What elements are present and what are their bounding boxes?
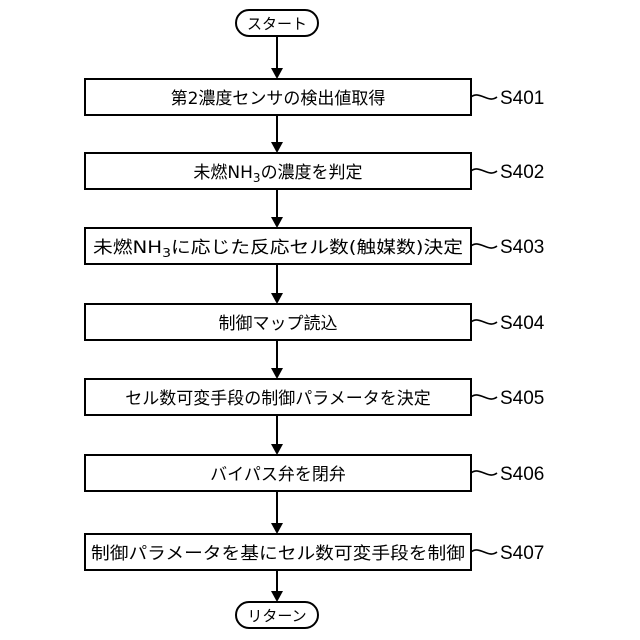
step-s405-leader [471,395,497,399]
step-s402-text: 未燃NH3の濃度を判定 [193,163,362,185]
step-s406: バイパス弁を閉弁 S406 [85,455,544,491]
step-s402-leader [471,169,497,173]
step-s404: 制御マップ読込 S404 [85,304,545,340]
arrow-s405-s406 [271,415,283,455]
step-s401-id: S401 [500,88,544,109]
end-label: リターン [247,607,306,625]
step-s403: 未燃NH3に応じた反応セル数(触媒数)決定 S403 [85,228,544,264]
step-s406-id: S406 [500,464,544,485]
step-s401: 第2濃度センサの検出値取得 S401 [85,79,544,115]
step-s407: 制御パラメータを基にセル数可変手段を制御 S407 [85,534,544,570]
step-s405-id: S405 [500,388,544,409]
arrow-s401-s402 [271,115,283,153]
step-s406-leader [471,471,497,475]
end-terminal: リターン [236,602,318,628]
step-s405-text: セル数可変手段の制御パラメータを決定 [125,389,431,409]
step-s402: 未燃NH3の濃度を判定 S402 [85,153,544,189]
start-terminal: スタート [236,10,318,36]
arrow-s406-s407 [271,491,283,534]
arrow-s404-s405 [271,340,283,379]
arrow-s402-s403 [271,189,283,228]
arrow-start-s401 [271,36,283,79]
step-s407-id: S407 [500,543,544,564]
step-s402-id: S402 [500,162,544,183]
arrow-s403-s404 [271,264,283,304]
step-s407-text: 制御パラメータを基にセル数可変手段を制御 [91,544,465,564]
step-s403-id: S403 [500,237,544,258]
step-s401-leader [471,95,497,99]
arrow-s407-end [271,570,283,602]
step-s404-leader [471,320,497,324]
start-label: スタート [247,15,307,33]
step-s404-text: 制御マップ読込 [219,314,338,334]
step-s403-leader [471,244,497,248]
step-s404-id: S404 [500,313,545,334]
step-s407-leader [471,550,497,554]
step-s403-text: 未燃NH3に応じた反応セル数(触媒数)決定 [93,238,463,260]
step-s405: セル数可変手段の制御パラメータを決定 S405 [85,379,544,415]
step-s401-text: 第2濃度センサの検出値取得 [171,89,386,109]
step-s406-text: バイパス弁を閉弁 [210,465,346,485]
